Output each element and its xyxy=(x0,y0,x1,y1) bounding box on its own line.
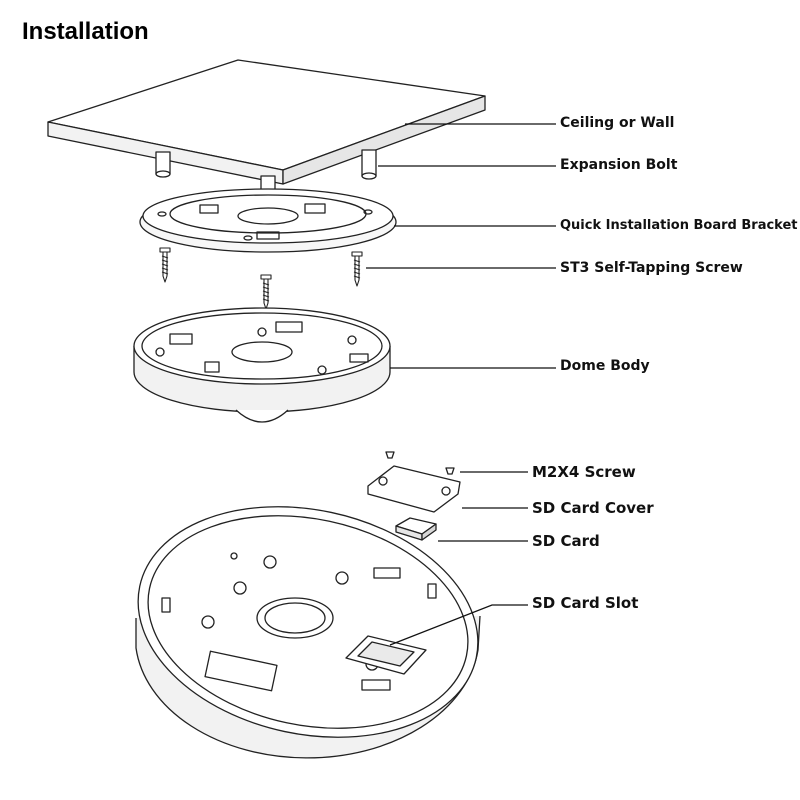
label-sd-card: SD Card xyxy=(532,532,600,550)
sd-card-cover xyxy=(367,465,461,513)
label-m2x4-screw: M2X4 Screw xyxy=(532,463,636,481)
label-sd-card-cover: SD Card Cover xyxy=(532,499,654,517)
m2x4-screw xyxy=(385,451,455,475)
label-st3-screw: ST3 Self-Tapping Screw xyxy=(560,260,743,276)
dome-body xyxy=(133,307,391,423)
st3-screw xyxy=(159,247,363,310)
label-dome-body: Dome Body xyxy=(560,358,650,374)
camera-base xyxy=(135,506,481,759)
sd-card-slot xyxy=(345,635,427,675)
label-expansion-bolt: Expansion Bolt xyxy=(560,157,678,173)
sd-card xyxy=(395,517,437,541)
label-ceiling: Ceiling or Wall xyxy=(560,115,675,131)
bracket xyxy=(139,188,397,253)
label-bracket: Quick Installation Board Bracket xyxy=(560,218,798,233)
label-sd-card-slot: SD Card Slot xyxy=(532,594,639,612)
page-title: Installation xyxy=(22,18,149,45)
leader-lines xyxy=(366,123,556,646)
